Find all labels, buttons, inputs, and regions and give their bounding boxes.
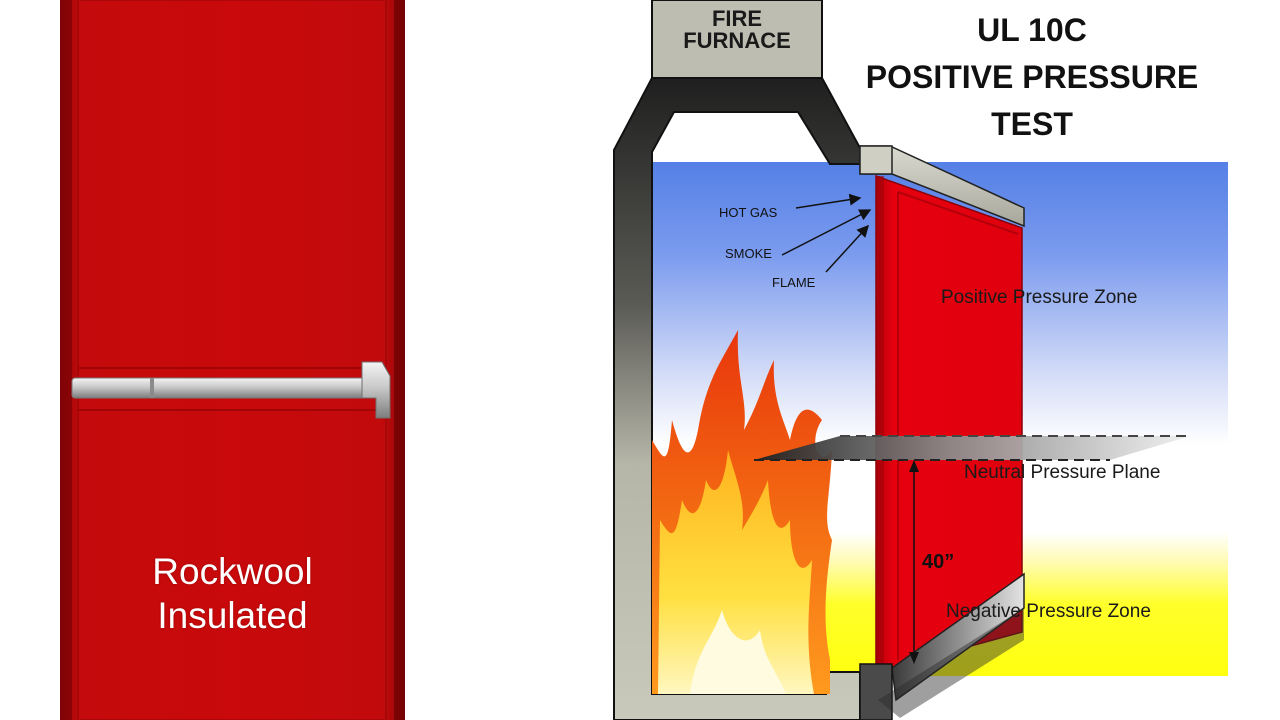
smoke-label: SMOKE bbox=[725, 246, 772, 261]
title-line3: TEST bbox=[991, 106, 1073, 142]
furnace-label-line2: FURNACE bbox=[683, 28, 791, 53]
dimension-line bbox=[909, 460, 919, 664]
flame-label: FLAME bbox=[772, 275, 816, 290]
negative-zone-label: Negative Pressure Zone bbox=[946, 601, 1151, 622]
door-label-line2: Insulated bbox=[157, 595, 308, 636]
positive-zone-label: Positive Pressure Zone bbox=[941, 287, 1138, 308]
title-line1: UL 10C bbox=[977, 12, 1087, 48]
hot-gas-label: HOT GAS bbox=[719, 205, 778, 220]
door-label-line1: Rockwool bbox=[152, 551, 313, 592]
neutral-pressure-plane bbox=[754, 435, 1190, 461]
test-door bbox=[875, 174, 1023, 673]
callout-arrows bbox=[781, 193, 872, 273]
furnace-label: FIRE FURNACE bbox=[652, 8, 822, 52]
dimension-label: 40” bbox=[922, 551, 955, 573]
title-line2: POSITIVE PRESSURE bbox=[865, 59, 1199, 95]
fire-door-photo bbox=[60, 0, 405, 720]
door-frame-sill bbox=[859, 572, 1025, 720]
furnace-label-line1: FIRE bbox=[711, 6, 763, 31]
fire-flames bbox=[652, 330, 832, 694]
furnace-header-box bbox=[651, 0, 823, 79]
door-frame-head bbox=[859, 145, 1025, 228]
panic-bar bbox=[71, 361, 391, 419]
door-slab bbox=[60, 0, 405, 720]
neutral-plane-label: Neutral Pressure Plane bbox=[964, 462, 1161, 483]
